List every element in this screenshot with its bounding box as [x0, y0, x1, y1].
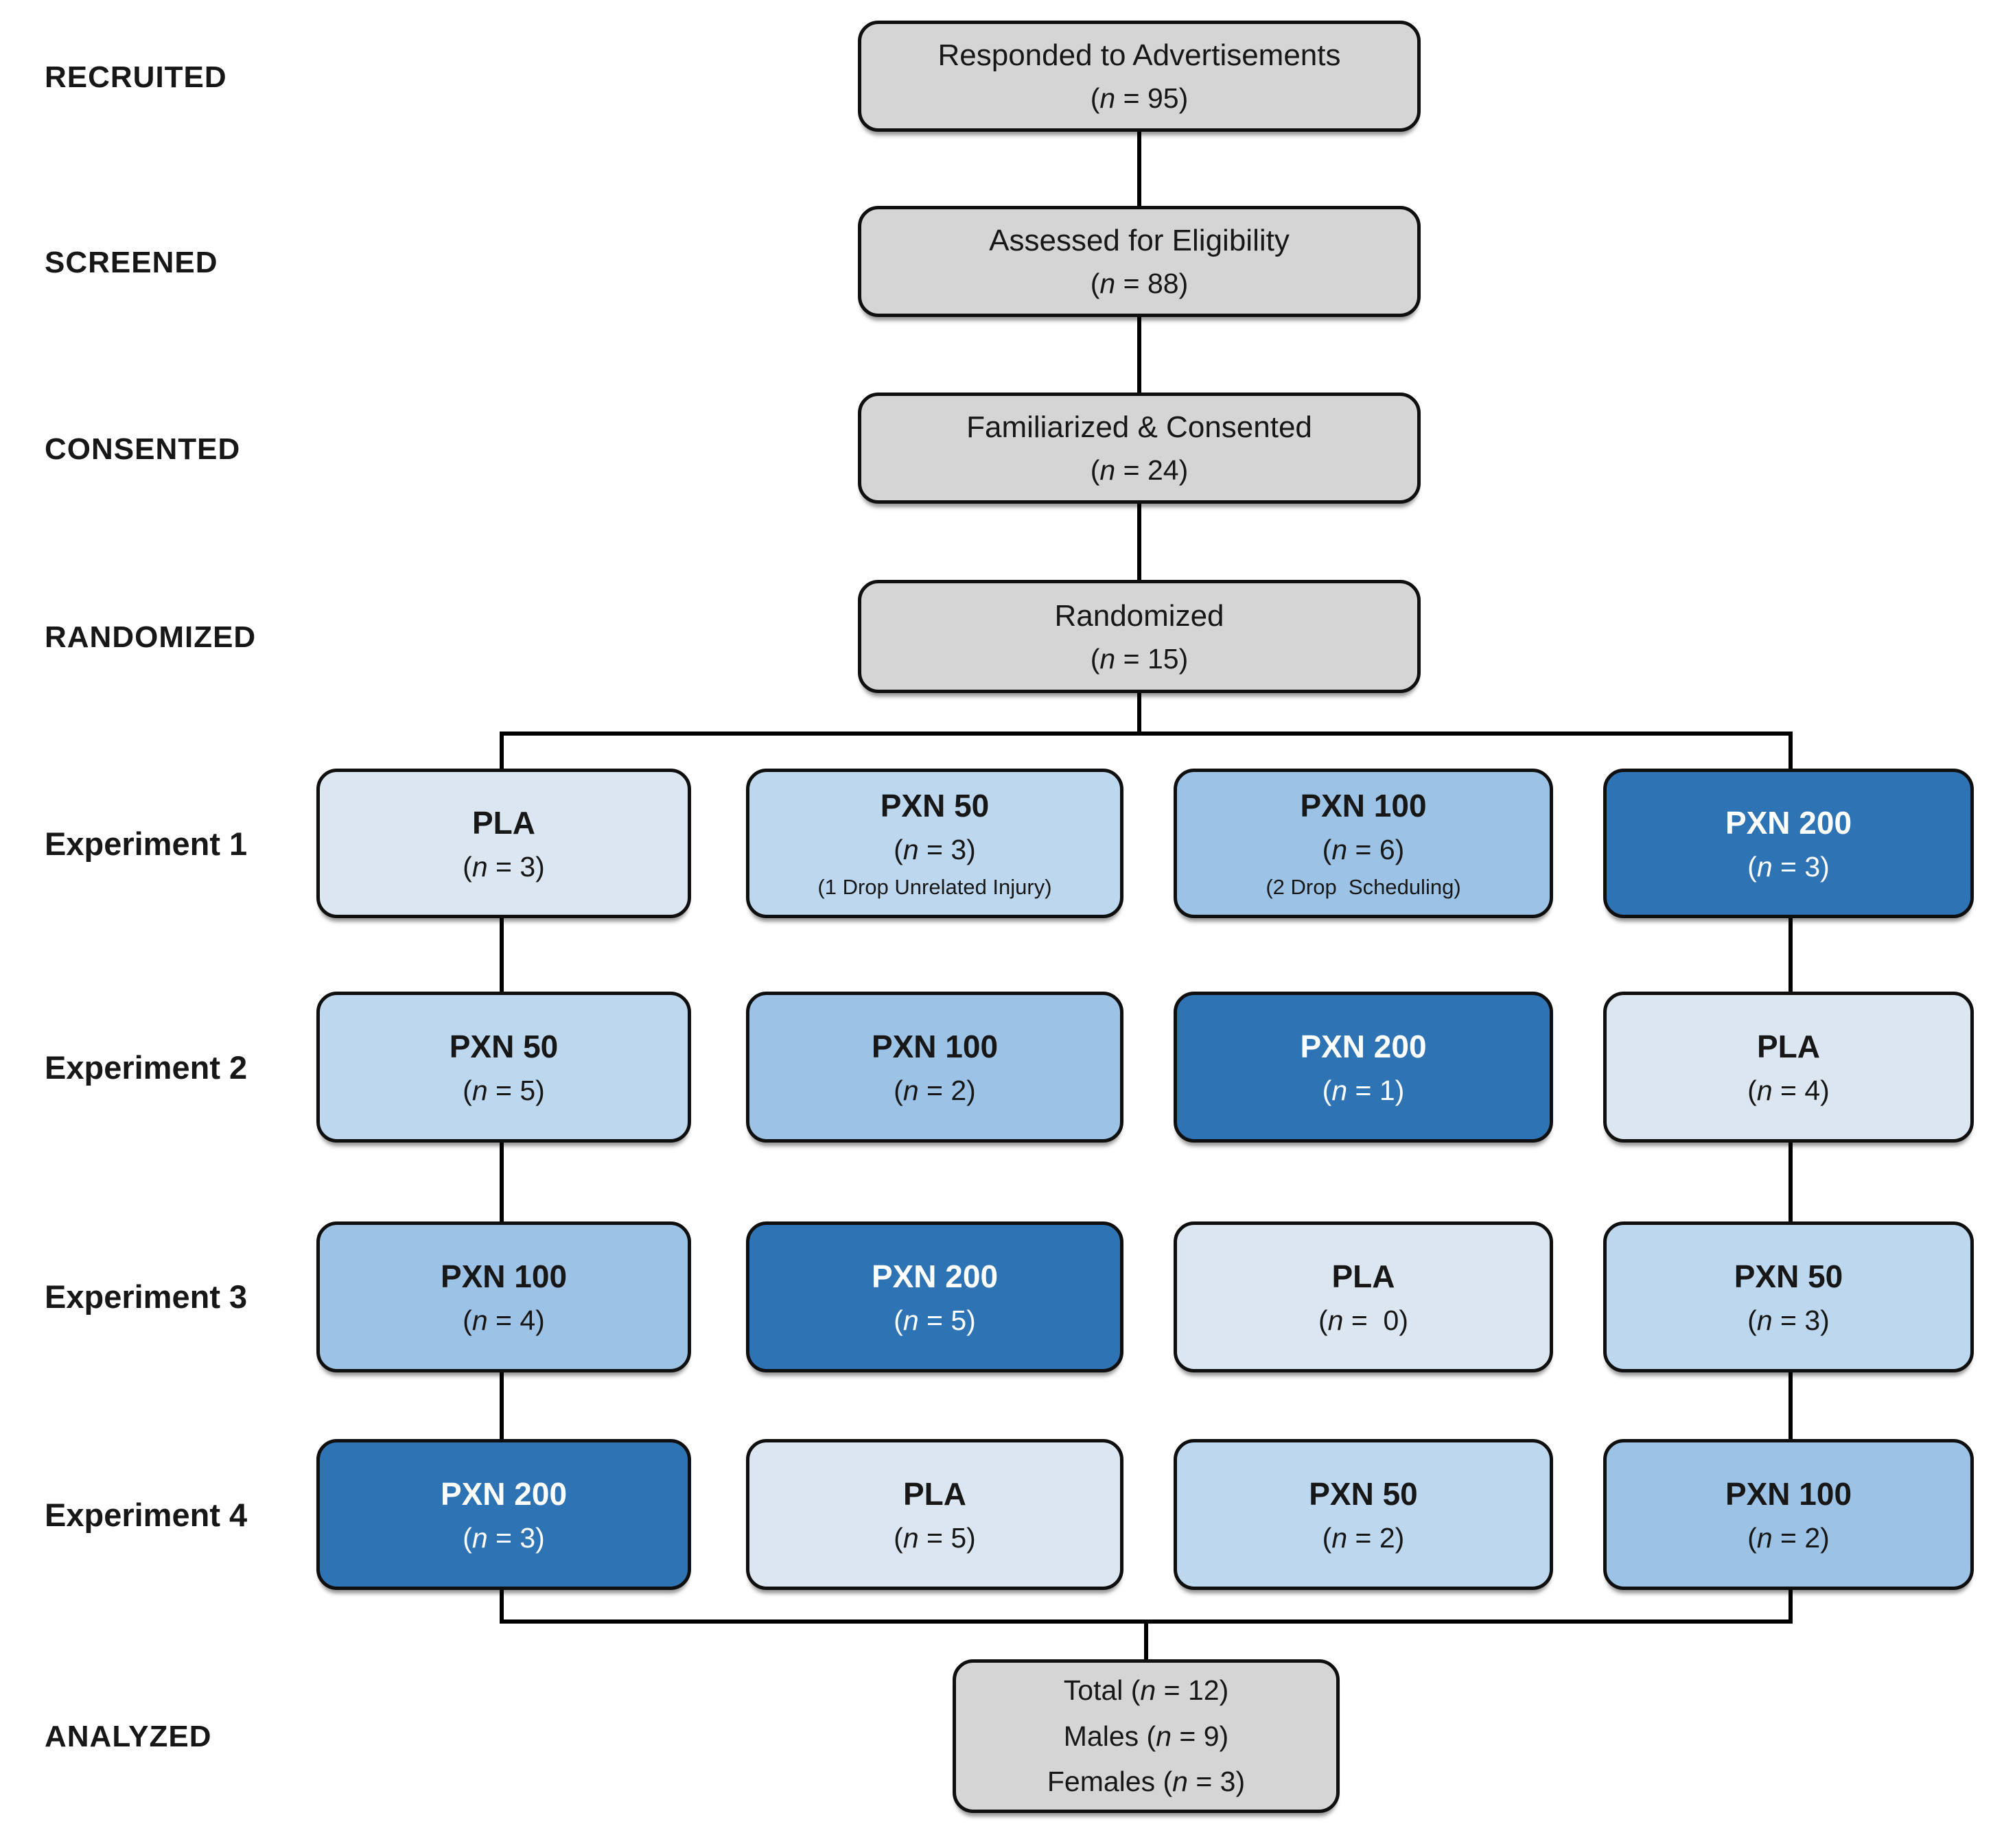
- box-title: PLA: [1757, 1028, 1820, 1064]
- row-label-experiment-2: Experiment 2: [45, 1049, 248, 1086]
- connector-line: [1789, 1143, 1793, 1221]
- connector-line: [1137, 317, 1141, 393]
- distribution-line: [500, 732, 1793, 736]
- connector-line: [1789, 1590, 1793, 1624]
- box-title: PLA: [472, 804, 535, 841]
- box-title: Familiarized & Consented: [966, 410, 1312, 445]
- flow-box-exp1-pxn50: PXN 50 (n = 3) (1 Drop Unrelated Injury): [746, 769, 1123, 918]
- stage-label-recruited: RECRUITED: [45, 60, 227, 94]
- flow-box-exp1-pxn100: PXN 100 (n = 6) (2 Drop Scheduling): [1174, 769, 1553, 918]
- flow-box-exp1-pxn200: PXN 200 (n = 3): [1603, 769, 1974, 918]
- flow-box-consented: Familiarized & Consented (n = 24): [858, 393, 1421, 504]
- connector-line: [500, 1143, 504, 1221]
- box-title: PXN 50: [449, 1028, 559, 1064]
- connector-line: [500, 918, 504, 992]
- box-count: (n = 3): [894, 833, 976, 865]
- box-count: (n = 2): [1322, 1521, 1405, 1554]
- box-title: PLA: [903, 1475, 966, 1512]
- connector-line: [500, 1590, 504, 1624]
- box-count: (n = 0): [1318, 1304, 1409, 1336]
- box-count: (n = 4): [463, 1304, 545, 1336]
- flow-box-exp2-pxn50: PXN 50 (n = 5): [316, 992, 691, 1143]
- box-count: (n = 1): [1322, 1074, 1405, 1106]
- box-title: PXN 100: [440, 1258, 568, 1294]
- flow-box-exp3-pxn200: PXN 200 (n = 5): [746, 1221, 1123, 1372]
- row-label-experiment-3: Experiment 3: [45, 1278, 248, 1315]
- flow-box-assessed: Assessed for Eligibility (n = 88): [858, 206, 1421, 317]
- analyzed-total: Total (n = 12): [1063, 1674, 1229, 1707]
- flow-box-exp2-pxn100: PXN 100 (n = 2): [746, 992, 1123, 1143]
- connector-line: [500, 732, 504, 769]
- box-count: (n = 2): [1747, 1521, 1830, 1554]
- box-title: Randomized: [1054, 598, 1224, 633]
- connector-line: [1789, 732, 1793, 769]
- analyzed-males: Males (n = 9): [1063, 1720, 1229, 1752]
- box-note: (1 Drop Unrelated Injury): [817, 875, 1052, 900]
- box-title: Responded to Advertisements: [937, 38, 1341, 73]
- stage-label-analyzed: ANALYZED: [45, 1720, 212, 1753]
- row-label-experiment-4: Experiment 4: [45, 1497, 248, 1533]
- box-title: PXN 200: [1725, 804, 1852, 841]
- box-count: (n = 3): [1747, 1304, 1830, 1336]
- stage-label-randomized: RANDOMIZED: [45, 620, 257, 654]
- box-count: (n = 88): [1090, 268, 1189, 300]
- box-title: PXN 50: [1734, 1258, 1843, 1294]
- flow-box-exp4-pxn100: PXN 100 (n = 2): [1603, 1439, 1974, 1590]
- analyzed-females: Females (n = 3): [1047, 1766, 1246, 1798]
- flow-box-exp2-pla: PLA (n = 4): [1603, 992, 1974, 1143]
- flow-box-exp4-pla: PLA (n = 5): [746, 1439, 1123, 1590]
- box-title: Assessed for Eligibility: [989, 224, 1290, 258]
- box-title: PXN 100: [1300, 787, 1427, 823]
- connector-line: [1137, 693, 1141, 736]
- connector-line: [1789, 1372, 1793, 1439]
- flow-box-exp3-pla: PLA (n = 0): [1174, 1221, 1553, 1372]
- box-title: PLA: [1331, 1258, 1395, 1294]
- box-title: PXN 50: [1309, 1475, 1418, 1512]
- box-count: (n = 4): [1747, 1074, 1830, 1106]
- connector-line: [1137, 504, 1141, 580]
- box-title: PXN 100: [871, 1028, 999, 1064]
- flow-box-exp1-pla: PLA (n = 3): [316, 769, 691, 918]
- flow-box-randomized: Randomized (n = 15): [858, 580, 1421, 693]
- box-title: PXN 50: [880, 787, 990, 823]
- row-label-experiment-1: Experiment 1: [45, 826, 248, 862]
- box-count: (n = 5): [894, 1304, 976, 1336]
- connector-line: [1144, 1619, 1148, 1659]
- stage-label-consented: CONSENTED: [45, 432, 241, 466]
- box-count: (n = 95): [1090, 82, 1189, 115]
- box-count: (n = 2): [894, 1074, 976, 1106]
- box-title: PXN 100: [1725, 1475, 1852, 1512]
- box-count: (n = 3): [1747, 850, 1830, 882]
- connector-line: [1137, 132, 1141, 206]
- box-count: (n = 5): [463, 1074, 545, 1106]
- box-title: PXN 200: [1300, 1028, 1427, 1064]
- box-note: (2 Drop Scheduling): [1266, 875, 1461, 900]
- flow-box-analyzed: Total (n = 12) Males (n = 9) Females (n …: [953, 1659, 1340, 1813]
- stage-label-screened: SCREENED: [45, 246, 218, 279]
- box-count: (n = 15): [1090, 642, 1189, 675]
- connector-line: [1789, 918, 1793, 992]
- connector-line: [500, 1372, 504, 1439]
- box-count: (n = 5): [894, 1521, 976, 1554]
- box-title: PXN 200: [871, 1258, 999, 1294]
- flow-box-exp3-pxn50: PXN 50 (n = 3): [1603, 1221, 1974, 1372]
- flow-box-exp3-pxn100: PXN 100 (n = 4): [316, 1221, 691, 1372]
- flow-box-responded: Responded to Advertisements (n = 95): [858, 21, 1421, 132]
- box-count: (n = 24): [1090, 454, 1189, 487]
- box-title: PXN 200: [440, 1475, 568, 1512]
- flow-box-exp2-pxn200: PXN 200 (n = 1): [1174, 992, 1553, 1143]
- box-count: (n = 6): [1322, 833, 1405, 865]
- box-count: (n = 3): [463, 850, 545, 882]
- box-count: (n = 3): [463, 1521, 545, 1554]
- flow-box-exp4-pxn200: PXN 200 (n = 3): [316, 1439, 691, 1590]
- flow-box-exp4-pxn50: PXN 50 (n = 2): [1174, 1439, 1553, 1590]
